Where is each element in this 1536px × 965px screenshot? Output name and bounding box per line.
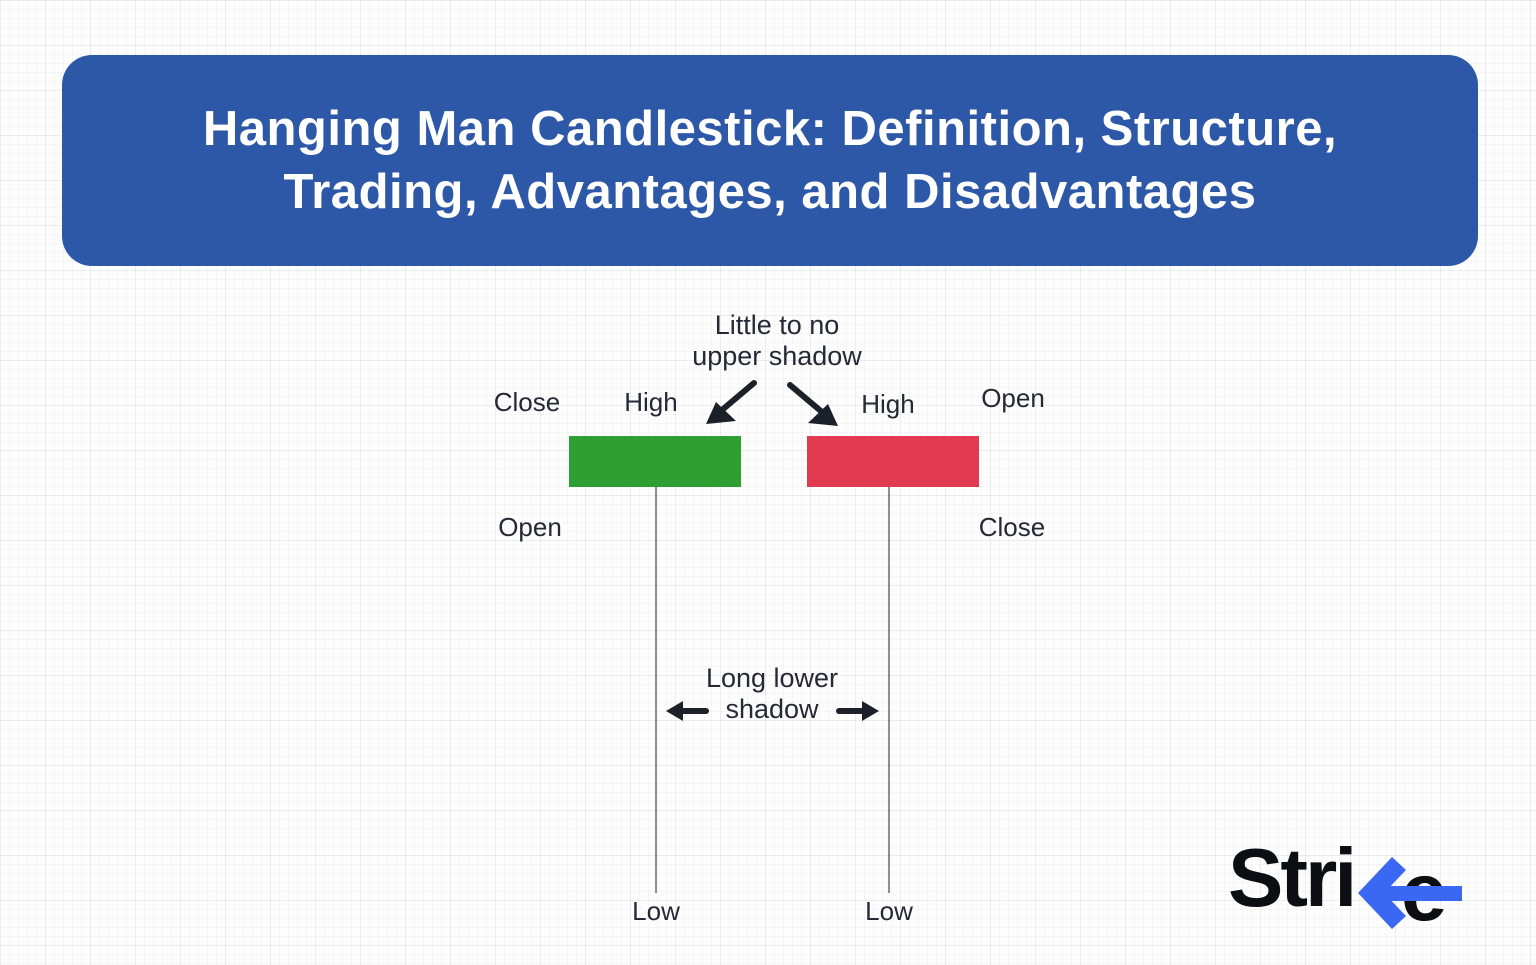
upper-shadow-note: Little to no upper shadow	[692, 310, 862, 372]
upper-shadow-note-line1: Little to no	[714, 310, 840, 340]
page-title: Hanging Man Candlestick: Definition, Str…	[203, 98, 1337, 224]
strike-logo-arrow-icon	[1358, 857, 1463, 929]
lower-shadow-arrowhead-left	[666, 701, 683, 721]
page-title-line2: Trading, Advantages, and Disadvantages	[283, 164, 1257, 219]
bearish-close-label: Close	[978, 512, 1046, 542]
upper-shadow-arrow-right-shaft	[787, 382, 825, 415]
bearish-low-label: Low	[865, 896, 913, 926]
strike-logo-ke-mark: e	[1358, 853, 1463, 938]
upper-shadow-arrowhead-left	[706, 402, 736, 424]
upper-shadow-arrow-left-shaft	[719, 380, 757, 413]
title-banner: Hanging Man Candlestick: Definition, Str…	[62, 55, 1478, 266]
lower-shadow-note: Long lower shadow	[706, 663, 838, 725]
bullish-close-label: Close	[493, 387, 561, 417]
strike-logo: Stri e	[1228, 831, 1476, 938]
bullish-open-label: Open	[498, 512, 562, 542]
bullish-low-label: Low	[632, 896, 680, 926]
bearish-high-label: High	[861, 389, 915, 419]
lower-shadow-note-line1: Long lower	[705, 663, 839, 693]
bearish-open-label: Open	[981, 383, 1045, 413]
lower-shadow-arrowhead-right	[862, 701, 879, 721]
bullish-high-label: High	[624, 387, 678, 417]
upper-shadow-arrowhead-right	[808, 404, 838, 426]
annotation-arrows	[678, 380, 867, 714]
page-title-line1: Hanging Man Candlestick: Definition, Str…	[202, 101, 1338, 156]
bearish-candle-body	[807, 436, 979, 487]
strike-logo-text-prefix: Stri	[1228, 831, 1357, 924]
upper-shadow-note-line2: upper shadow	[692, 341, 862, 371]
bullish-candle-body	[569, 436, 741, 487]
lower-shadow-note-line2: shadow	[725, 694, 819, 724]
